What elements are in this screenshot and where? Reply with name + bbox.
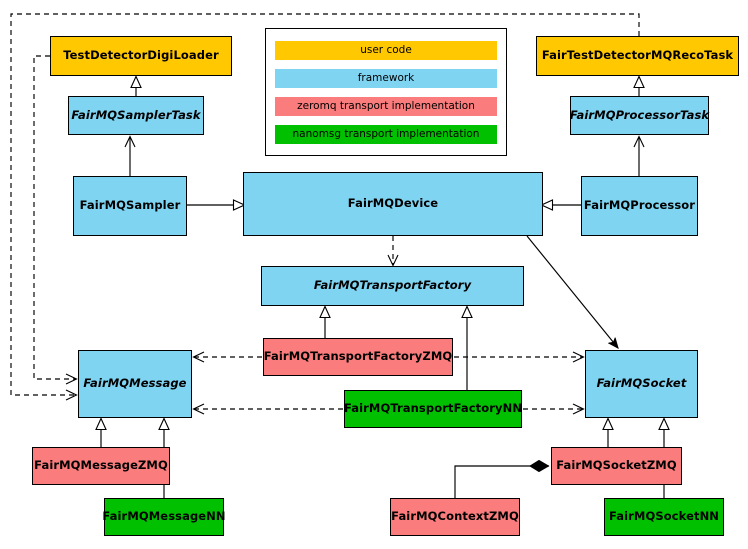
- legend-panel: user code framework zeromq transport imp…: [265, 28, 507, 156]
- class-node-fairmqsocket[interactable]: FairMQSocket: [585, 350, 698, 418]
- class-node-fairmqtransportfactory[interactable]: FairMQTransportFactory: [261, 266, 524, 306]
- legend-item-zeromq: zeromq transport implementation: [275, 96, 497, 116]
- class-node-fairmqmessagenn[interactable]: FairMQMessageNN: [102, 498, 226, 536]
- class-node-fairmqsamplertask[interactable]: FairMQSamplerTask: [68, 96, 204, 135]
- class-node-label: FairMQSocketNN: [608, 509, 720, 524]
- class-node-label: FairMQProcessorTask: [569, 107, 710, 122]
- class-node-label: FairMQSamplerTask: [71, 107, 201, 122]
- class-node-label: FairMQMessageNN: [102, 509, 226, 524]
- class-node-testdetectordigiloader[interactable]: TestDetectorDigiLoader: [50, 36, 232, 76]
- class-node-fairmqsocketnn[interactable]: FairMQSocketNN: [604, 498, 724, 536]
- legend-label-nanomsg: nanomsg transport implementation: [292, 128, 480, 140]
- class-node-fairtestdetectormqrecotask[interactable]: FairTestDetectorMQRecoTask: [536, 36, 739, 76]
- class-node-label: FairMQMessageZMQ: [34, 458, 168, 473]
- class-node-fairmqprocessortask[interactable]: FairMQProcessorTask: [570, 96, 709, 135]
- class-node-label: FairMQSampler: [79, 198, 181, 213]
- class-node-fairmqtransportfactoryzmq[interactable]: FairMQTransportFactoryZMQ: [263, 338, 453, 376]
- class-node-label: FairMQSocketZMQ: [556, 458, 677, 473]
- class-node-fairmqsocketzmq[interactable]: FairMQSocketZMQ: [551, 447, 682, 485]
- class-node-label: FairMQMessage: [83, 376, 187, 391]
- legend-item-nanomsg: nanomsg transport implementation: [275, 124, 497, 144]
- legend-label-zeromq: zeromq transport implementation: [297, 100, 475, 112]
- class-node-fairmqmessagezmq[interactable]: FairMQMessageZMQ: [32, 447, 170, 485]
- class-node-fairmqmessage[interactable]: FairMQMessage: [78, 350, 192, 418]
- legend-item-framework: framework: [275, 68, 497, 88]
- class-node-label: FairMQTransportFactoryNN: [343, 401, 523, 416]
- legend-item-user-code: user code: [275, 40, 497, 60]
- class-node-label: FairMQProcessor: [583, 198, 696, 213]
- class-node-fairmqtransportfactorynn[interactable]: FairMQTransportFactoryNN: [344, 390, 522, 428]
- class-node-label: FairMQDevice: [347, 196, 439, 211]
- legend-label-framework: framework: [357, 72, 415, 84]
- class-node-label: FairMQTransportFactory: [313, 278, 472, 293]
- class-node-label: FairMQContextZMQ: [391, 509, 519, 524]
- class-node-fairmqsampler[interactable]: FairMQSampler: [73, 176, 187, 236]
- class-node-label: FairMQSocket: [596, 376, 687, 391]
- class-node-fairmqcontextzmq[interactable]: FairMQContextZMQ: [390, 498, 520, 536]
- class-node-label: TestDetectorDigiLoader: [63, 48, 219, 63]
- legend-label-user-code: user code: [360, 44, 412, 56]
- class-node-fairmqdevice[interactable]: FairMQDevice: [243, 172, 543, 236]
- class-node-fairmqprocessor[interactable]: FairMQProcessor: [581, 176, 698, 236]
- class-node-label: FairMQTransportFactoryZMQ: [263, 349, 453, 364]
- class-node-label: FairTestDetectorMQRecoTask: [541, 48, 734, 63]
